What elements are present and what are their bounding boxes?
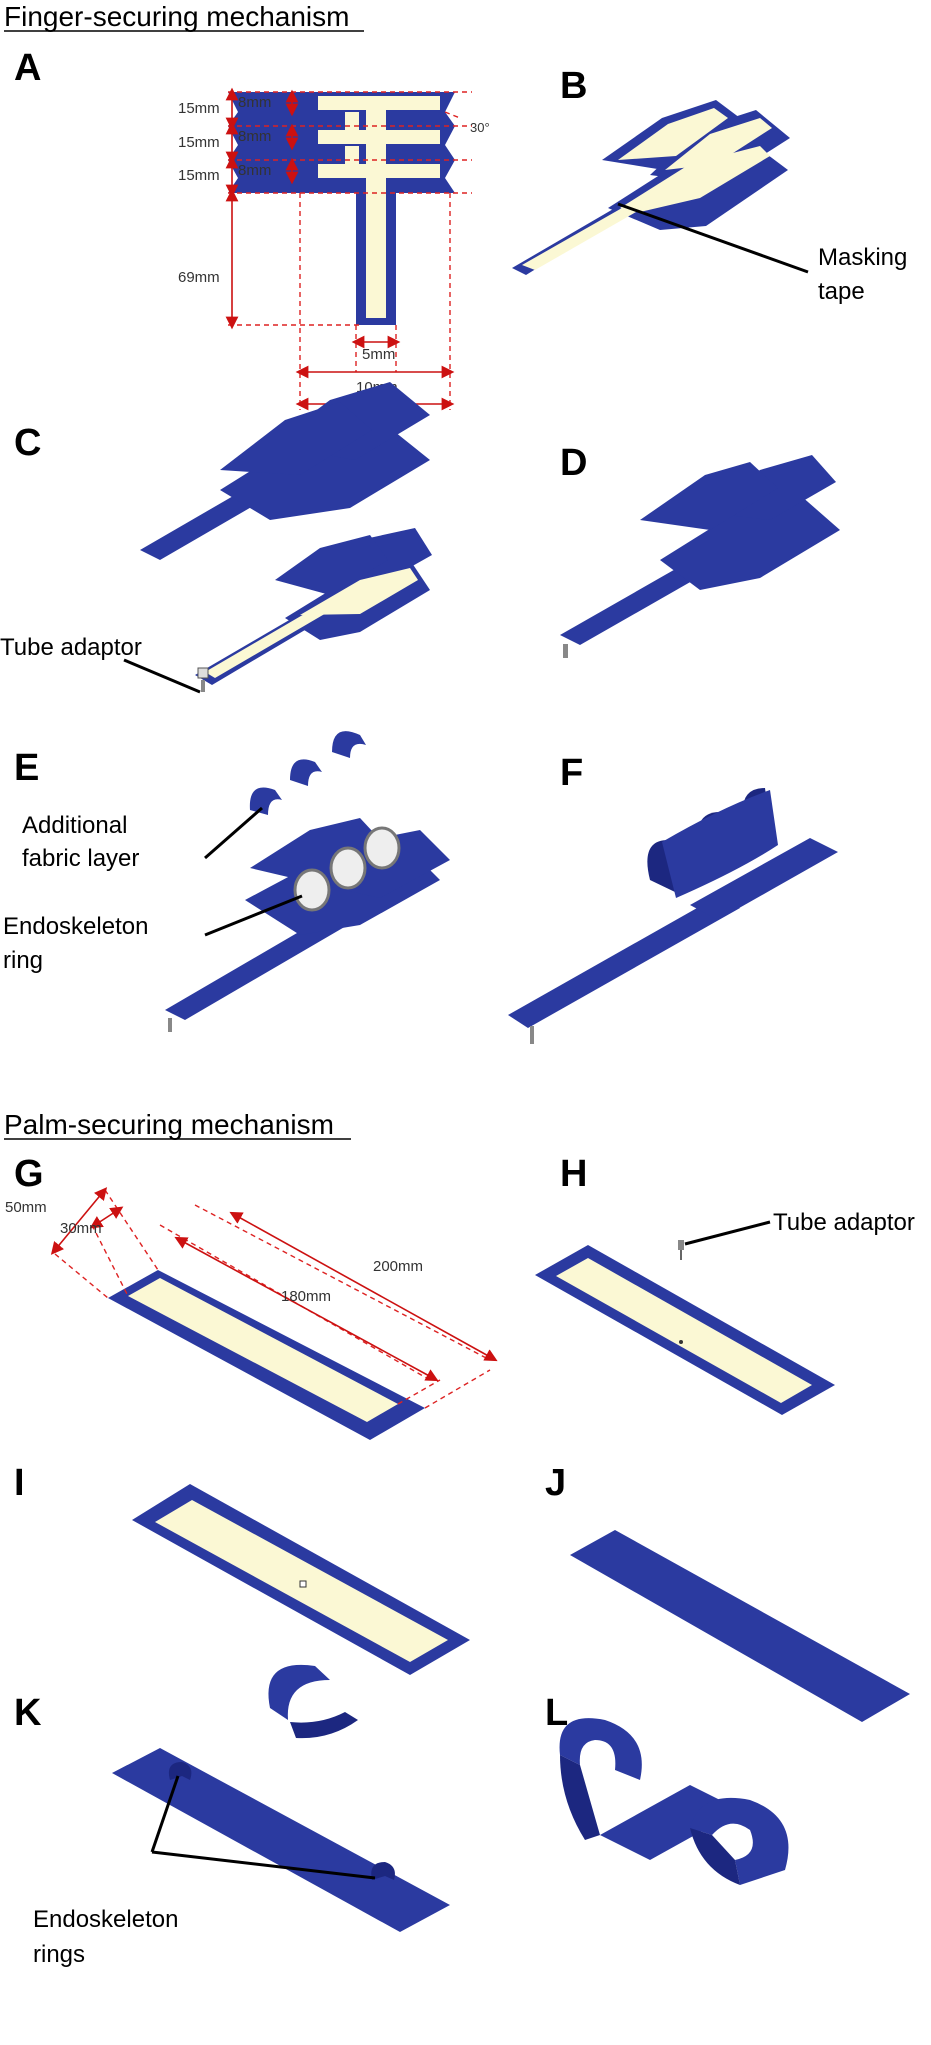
panel-label-f: F [560,752,583,794]
dim-a-h4: 69mm [178,269,220,286]
dim-a-stem: 5mm [362,346,395,363]
palm-template-i [132,1484,470,1675]
dimension-lines-a [225,87,472,411]
dim-g-l-inner: 180mm [281,1288,331,1305]
template-b [512,100,790,275]
label-additional-fabric-1: Additional [22,812,127,839]
template-a [228,92,455,325]
fabric-top-c [140,382,430,560]
panel-label-c: C [14,422,41,464]
panel-label-b: B [560,65,587,107]
label-masking-tape-2: tape [818,278,865,305]
palm-template-h [535,1240,835,1415]
assembled-palm-l [559,1718,789,1885]
dim-a-angle: 30° [470,120,490,135]
fabric-layer-leader [204,806,263,860]
palm-base-k [112,1748,450,1932]
label-tube-adaptor-h: Tube adaptor [773,1209,915,1236]
dim-g-l-outer: 200mm [373,1258,423,1275]
dimension-lines-g [50,1187,498,1409]
template-c [195,528,432,692]
endoskeleton-rings-e [293,826,401,912]
panel-label-l: L [545,1692,568,1734]
tube-adaptor-leader-c [123,658,201,694]
masking-tape-leader [617,202,809,274]
tube-adaptor-leader-h [684,1220,771,1246]
label-additional-fabric-2: fabric layer [22,845,139,872]
endoskeleton-ring-piece-k [268,1664,358,1739]
rings-leader-2 [151,1850,376,1880]
label-endoskeleton-ring-1: Endoskeleton [3,913,148,940]
panel-label-j: J [545,1462,566,1504]
section-title-palm: Palm-securing mechanism [4,1109,334,1140]
dim-a-h2: 15mm [178,134,220,151]
palm-fabric-j [570,1530,910,1722]
dim-a-h3: 15mm [178,167,220,184]
dim-a-w1: 8mm [238,94,271,111]
dim-g-w-outer: 50mm [5,1199,47,1216]
panel-label-i: I [14,1462,25,1504]
label-endoskeleton-rings-1: Endoskeleton [33,1906,178,1933]
dim-a-w3: 8mm [238,162,271,179]
label-endoskeleton-rings-2: rings [33,1941,85,1968]
panel-label-d: D [560,442,587,484]
label-tube-adaptor-c: Tube adaptor [0,634,142,661]
fabric-base-e [165,818,450,1032]
dim-a-w2: 8mm [238,128,271,145]
section-title-finger: Finger-securing mechanism [4,1,349,32]
assembled-finger-f [508,788,838,1044]
palm-template-g [108,1270,425,1440]
dim-g-w-inner: 30mm [60,1220,102,1237]
panel-label-e: E [14,747,39,789]
rings-leader-1 [150,1775,180,1853]
fabric-piece-d [560,455,840,658]
panel-label-g: G [14,1153,44,1195]
panel-label-a: A [14,47,41,89]
panel-label-k: K [14,1692,42,1734]
panel-label-h: H [560,1153,587,1195]
dim-a-h1: 15mm [178,100,220,117]
label-masking-tape-1: Masking [818,244,907,271]
additional-fabric-layer-e [249,731,366,815]
label-endoskeleton-ring-2: ring [3,947,43,974]
ring-leader-e [204,894,303,937]
